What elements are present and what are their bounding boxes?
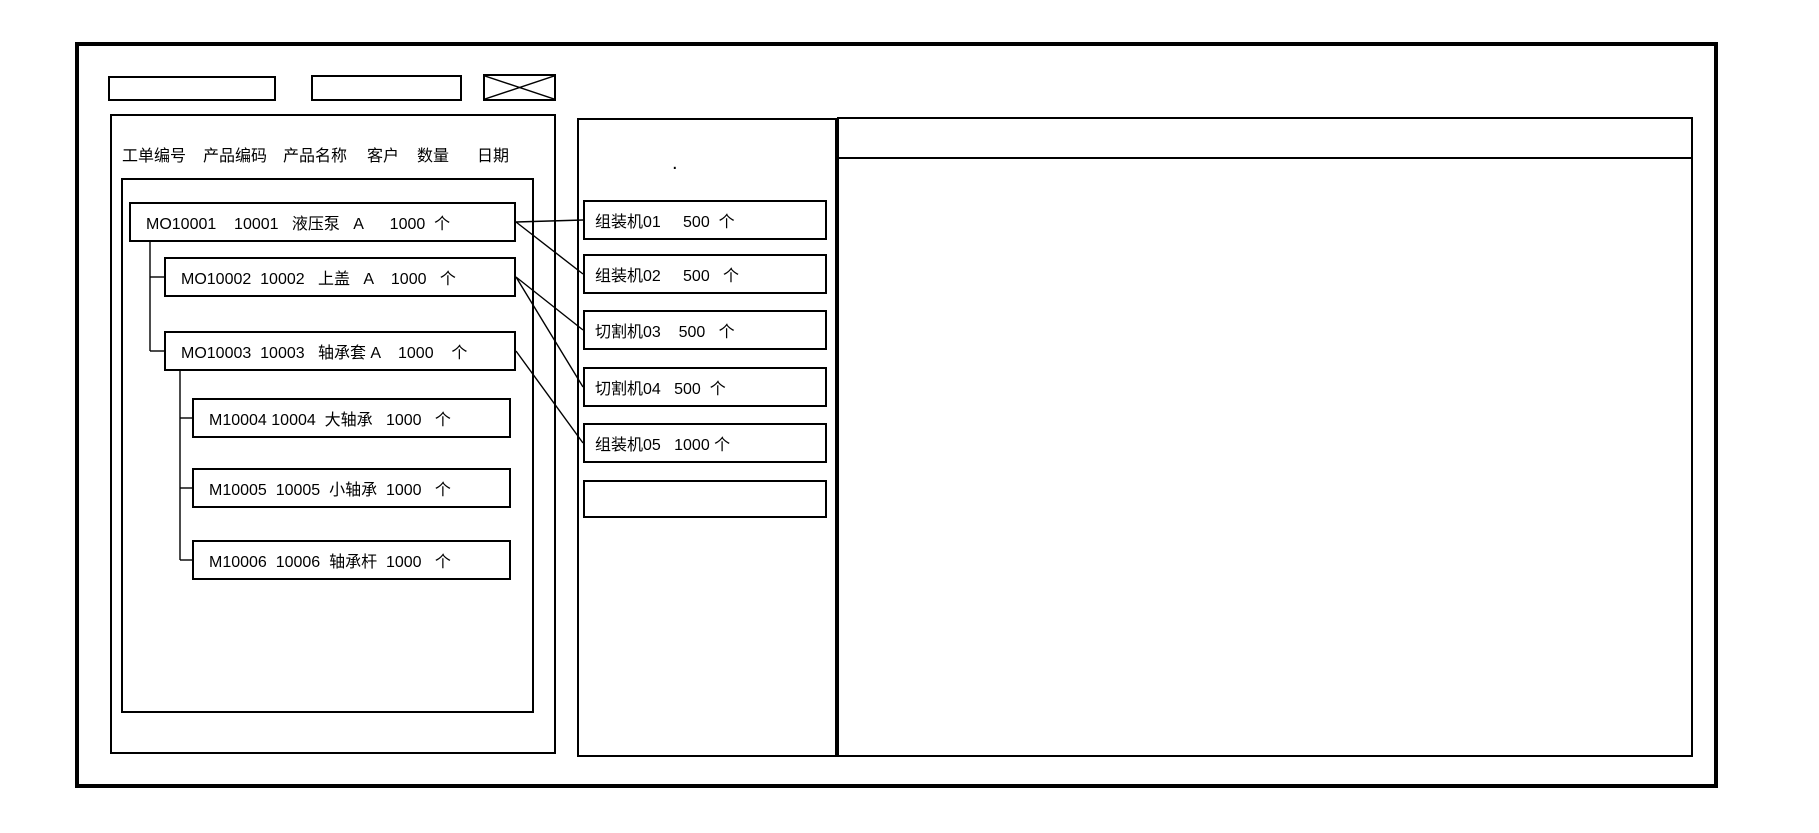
machine-item-4[interactable]: 切割机04 500 个	[583, 367, 827, 407]
order-row-MO10003[interactable]: MO10003 10003 轴承套 A 1000 个	[164, 331, 516, 371]
machine-item-text: 组装机05 1000 个	[595, 437, 731, 454]
order-row-text: MO10001 10001 液压泵 A 1000 个	[146, 216, 451, 233]
machine-item-text: 切割机03 500 个	[595, 324, 735, 341]
stray-period-mark: .	[672, 152, 678, 174]
machine-item-text: 组装机02 500 个	[595, 268, 740, 285]
machine-item-text: 切割机04 500 个	[595, 381, 726, 398]
close-icon	[485, 76, 554, 99]
column-header-product-code: 产品编码	[203, 148, 268, 165]
order-row-text: M10006 10006 轴承杆 1000 个	[209, 554, 451, 571]
toolbar-field-1[interactable]	[108, 76, 276, 101]
column-header-date: 日期	[477, 148, 510, 165]
column-header-product-name: 产品名称	[283, 148, 348, 165]
column-header-customer: 客户	[367, 148, 400, 165]
machine-item-2[interactable]: 组装机02 500 个	[583, 254, 827, 294]
order-row-text: M10005 10005 小轴承 1000 个	[209, 482, 451, 499]
order-row-M10006[interactable]: M10006 10006 轴承杆 1000 个	[192, 540, 511, 580]
close-button[interactable]	[483, 74, 556, 101]
order-row-M10005[interactable]: M10005 10005 小轴承 1000 个	[192, 468, 511, 508]
column-header-work-order-no: 工单编号	[122, 148, 187, 165]
order-row-text: MO10002 10002 上盖 A 1000 个	[181, 271, 456, 288]
machine-item-1[interactable]: 组装机01 500 个	[583, 200, 827, 240]
machine-item-3[interactable]: 切割机03 500 个	[583, 310, 827, 350]
machine-item-empty[interactable]	[583, 480, 827, 518]
order-row-MO10001[interactable]: MO10001 10001 液压泵 A 1000 个	[129, 202, 516, 242]
order-row-text: MO10003 10003 轴承套 A 1000 个	[181, 345, 468, 362]
detail-panel-divider	[839, 157, 1691, 159]
column-header-quantity: 数量	[417, 148, 450, 165]
order-row-MO10002[interactable]: MO10002 10002 上盖 A 1000 个	[164, 257, 516, 297]
order-row-M10004[interactable]: M10004 10004 大轴承 1000 个	[192, 398, 511, 438]
machine-item-5[interactable]: 组装机05 1000 个	[583, 423, 827, 463]
toolbar-field-2[interactable]	[311, 75, 462, 101]
order-row-text: M10004 10004 大轴承 1000 个	[209, 412, 451, 429]
detail-panel	[837, 117, 1693, 757]
machine-item-text: 组装机01 500 个	[595, 214, 735, 231]
